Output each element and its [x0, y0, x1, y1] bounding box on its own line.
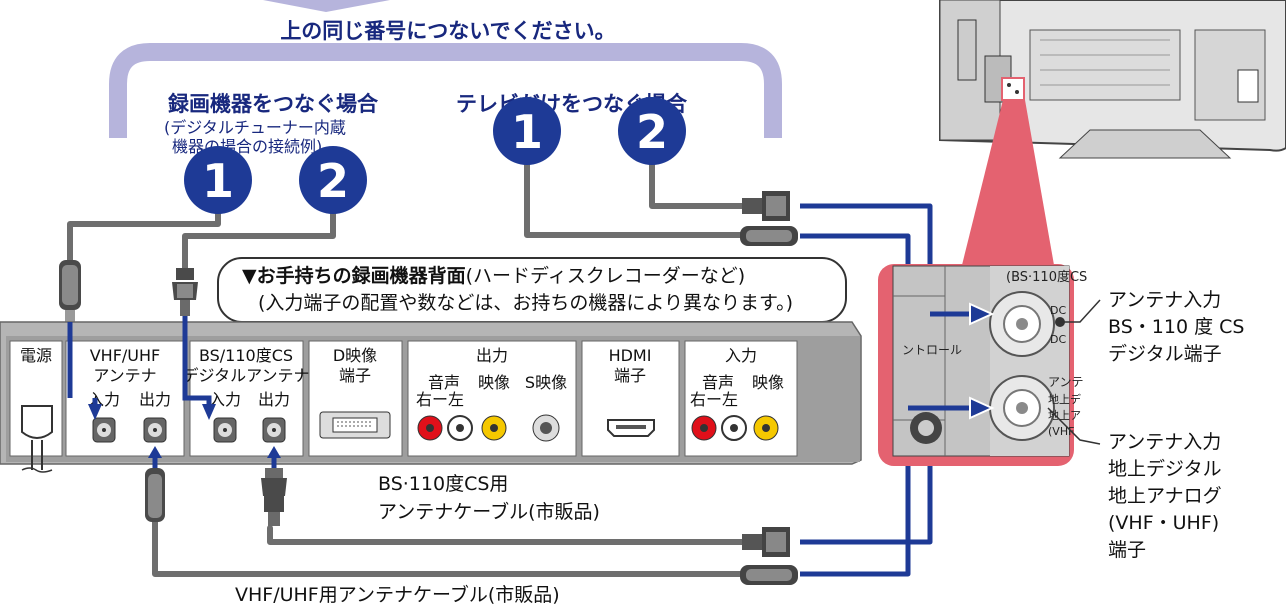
output-audio-label: 音声 [428, 373, 460, 392]
section-d-video-line2: 端子 [339, 366, 371, 385]
d-video-connector [319, 411, 391, 439]
marker-tv-2: 2 [618, 97, 686, 165]
gray-cable-2-tv [649, 157, 745, 209]
tv-label-terr-line2: 地上デジタル [1108, 458, 1222, 480]
section-vhf-uhf-line2: アンテナ [93, 366, 156, 385]
svg-text:2: 2 [317, 154, 349, 208]
gray-cable-1-recorder [67, 197, 221, 265]
output-video-jack [481, 415, 507, 441]
tv-label-bs-line3: デジタル端子 [1108, 343, 1222, 365]
zoom-label-terr-ana: 地上ア [1048, 409, 1081, 422]
bs-cable-label-line1: BS·110度CS用 [378, 473, 508, 495]
gray-cable-1-tv [524, 157, 745, 238]
round-plug-vhf-out [145, 468, 165, 522]
magnifier-cone [962, 100, 1054, 265]
bs-out-jack [262, 417, 286, 443]
plug-bs-cable [742, 527, 790, 557]
f-plug-bs-in [172, 268, 198, 316]
round-plug-vhf-in [59, 260, 81, 322]
bs-port-out-label: 出力 [258, 390, 290, 409]
vhf-in-jack [92, 417, 116, 443]
vhf-cable-label: VHF/UHF用アンテナケーブル(市販品) [235, 583, 560, 606]
top-instruction: 上の同じ番号につないでください。 [280, 19, 615, 43]
output-s-video-label: S映像 [525, 373, 567, 392]
marker-recorder-2: 2 [299, 146, 367, 214]
leader-terrestrial [1047, 407, 1101, 445]
tv-label-terr-line3: 地上アナログ [1108, 485, 1222, 507]
section-input: 入力 [725, 346, 757, 365]
bs-port-in-label: 入力 [209, 390, 241, 409]
svg-text:1: 1 [511, 105, 543, 159]
plug-vhf-cable [740, 565, 798, 585]
section-output: 出力 [476, 346, 508, 365]
vhf-port-out-label: 出力 [139, 390, 171, 409]
zoom-label-ant: アンテ [1048, 375, 1084, 389]
bs-in-jack [213, 417, 237, 443]
zoom-label-dc2: DC [1050, 333, 1066, 346]
output-right-left-label: 右ー左 [416, 390, 464, 409]
input-right-left-label: 右ー左 [690, 390, 738, 409]
recorder-case-title: 録画機器をつなぐ場合 [168, 92, 379, 116]
recorder-case-note-line1: (デジタルチューナー内蔵 [164, 118, 346, 137]
tv-label-terr-line5: 端子 [1108, 539, 1146, 561]
arrow-into-bs-in [182, 316, 216, 420]
input-video-label: 映像 [752, 373, 784, 392]
section-hdmi-line2: 端子 [614, 366, 646, 385]
output-audio-right-jack [417, 415, 443, 441]
gray-cable-2-recorder [182, 197, 336, 271]
zoom-label-bs: (BS·110度CS [1006, 269, 1087, 285]
gray-cable-bs [267, 525, 763, 545]
output-audio-left-jack [447, 415, 473, 441]
hdmi-port [607, 419, 655, 437]
f-plug-bs-out [261, 468, 287, 526]
tv-terminal-zoom [878, 264, 1074, 466]
arrow-from-vhf-out [148, 446, 162, 458]
section-bs-line2: デジタルアンテナ [182, 366, 309, 385]
svg-text:2: 2 [636, 105, 668, 159]
input-video-jack [753, 415, 779, 441]
section-vhf-uhf-line1: VHF/UHF [90, 346, 161, 365]
tv-back-illustration [939, 0, 1286, 159]
gray-cable-vhf [152, 517, 745, 577]
output-s-video-jack [532, 414, 560, 442]
recorder-callout-line1: ▼お手持ちの録画機器背面(ハードディスクレコーダーなど) [242, 264, 745, 287]
zoom-label-control: ントロール [902, 343, 962, 357]
section-bs-line1: BS/110度CS [199, 346, 293, 365]
plug-tv-2 [742, 191, 790, 221]
vhf-out-jack [143, 417, 167, 443]
input-audio-label: 音声 [702, 373, 734, 392]
input-audio-right-jack [691, 415, 717, 441]
top-arrow-tip [263, 0, 390, 12]
tv-label-bs-line2: BS・110 度 CS [1108, 316, 1244, 338]
tv-label-terr-line4: (VHF・UHF) [1108, 512, 1219, 534]
arrow-from-bs-out [267, 446, 281, 458]
section-hdmi-line1: HDMI [609, 346, 652, 365]
tv-label-terr-line1: アンテナ入力 [1108, 431, 1221, 453]
input-audio-left-jack [721, 415, 747, 441]
output-video-label: 映像 [478, 373, 510, 392]
leader-bs [1060, 299, 1101, 323]
section-power: 電源 [20, 346, 52, 365]
zoom-label-terr-dig: 地上デ [1048, 392, 1081, 406]
tv-label-bs-line1: アンテナ入力 [1108, 289, 1221, 311]
marker-tv-1: 1 [493, 97, 561, 165]
zoom-label-dc1: DC [1050, 304, 1066, 317]
plug-tv-1 [740, 226, 798, 246]
power-plug-icon [21, 405, 53, 473]
section-d-video-line1: D映像 [333, 346, 377, 365]
recorder-callout-line2: (入力端子の配置や数などは、お持ちの機器により異なります。) [258, 292, 793, 314]
svg-text:1: 1 [202, 154, 234, 208]
bs-cable-label-line2: アンテナケーブル(市販品) [378, 500, 600, 523]
marker-recorder-1: 1 [184, 146, 252, 214]
lavender-bracket [109, 43, 782, 138]
arrow-into-tv-bs [930, 302, 995, 326]
recorder-case-note-line2: 機器の場合の接続例) [172, 137, 322, 156]
arrow-into-tv-terrestrial [908, 396, 995, 420]
arrow-into-vhf-in [67, 322, 102, 420]
